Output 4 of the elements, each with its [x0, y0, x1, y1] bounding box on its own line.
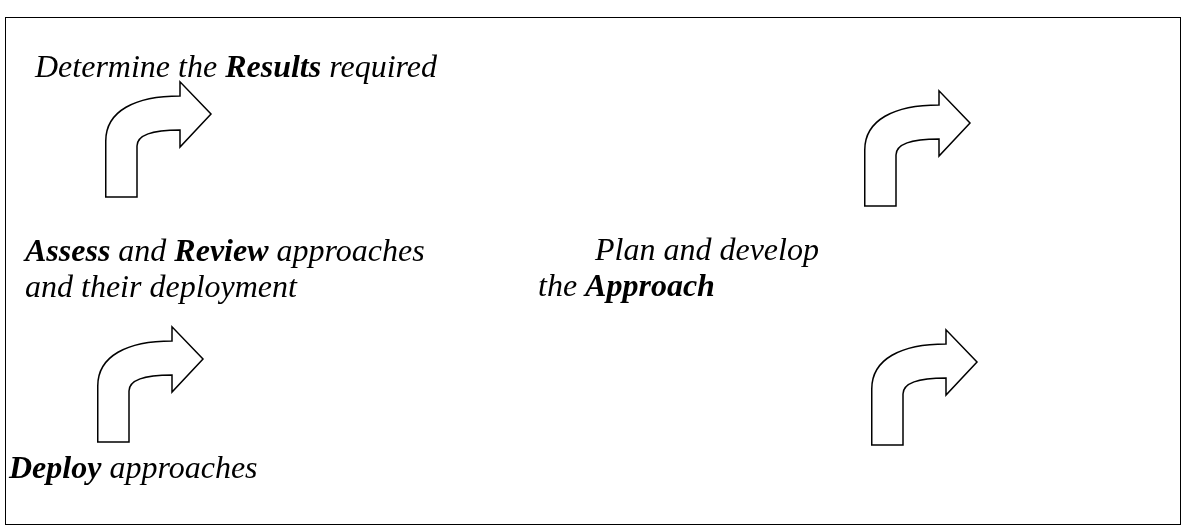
step-label: Deploy approaches	[9, 449, 259, 485]
step-label: Assess and Review approaches and their deployment	[25, 232, 426, 304]
step-label: Determine the Results required	[35, 48, 438, 84]
step-label: Plan and develop the Approach	[538, 231, 820, 303]
